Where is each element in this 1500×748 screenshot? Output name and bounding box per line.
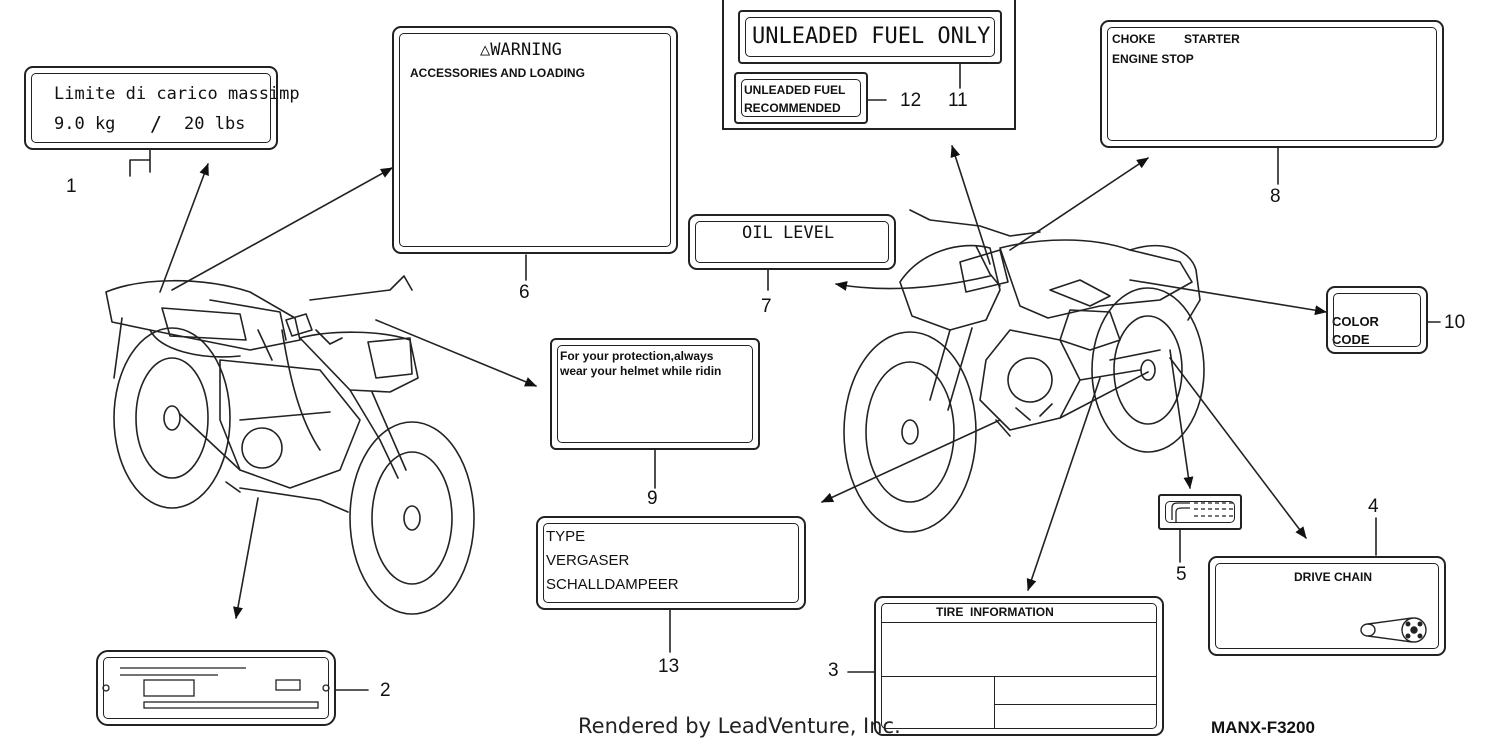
- callout-number-2: 2: [380, 680, 391, 701]
- motorcycle-right-icon: [843, 209, 1205, 533]
- label-unleaded-recommended-line1: UNLEADED FUEL: [744, 83, 846, 97]
- tire-info-divider-right: [994, 704, 1156, 705]
- label-schalldampeer: SCHALLDAMPEER: [546, 576, 679, 593]
- callout-number-13: 13: [658, 656, 680, 677]
- tire-info-divider-mid: [882, 676, 1156, 677]
- tire-info-divider-vert: [994, 676, 995, 728]
- label-load-limit-line1: Limite di carico massimp: [54, 84, 300, 104]
- part-code: MANX-F3200: [1211, 718, 1315, 737]
- callout-number-1: 1: [66, 176, 77, 197]
- label-warning-accessories: △WARNING ACCESSORIES AND LOADING: [392, 26, 678, 254]
- callout-number-6: 6: [519, 282, 530, 303]
- label-helmet-line1: For your protection,always: [560, 349, 714, 363]
- label-type: TYPE: [546, 528, 586, 545]
- fuel-labels-panel: [722, 0, 1016, 130]
- label-choke-starter: CHOKE STARTER ENGINE STOP: [1100, 20, 1444, 148]
- label-oil-level-text: OIL LEVEL: [742, 223, 835, 243]
- callout-number-10: 10: [1444, 312, 1466, 333]
- label-tire-information: TIRE INFORMATION: [874, 596, 1164, 736]
- label-drive-chain: DRIVE CHAIN: [1208, 556, 1446, 656]
- label-small-5-mark-icon: [1171, 502, 1234, 522]
- label-load-limit-slash: /: [150, 112, 163, 136]
- callout-number-12: 12: [900, 90, 922, 111]
- label-type-vergaser: TYPE VERGASER SCHALLDAMPEER: [536, 516, 806, 610]
- label-warning-subtitle: ACCESSORIES AND LOADING: [410, 66, 585, 80]
- label-load-limit-kg: 9.0 kg: [54, 114, 116, 134]
- label-load-limit: Limite di carico massimp 9.0 kg / 20 lbs: [24, 66, 300, 150]
- label-choke: CHOKE: [1112, 32, 1156, 46]
- callout-number-8: 8: [1270, 186, 1281, 207]
- rendered-by-credit: Rendered by LeadVenture, Inc.: [578, 714, 901, 738]
- motorcycle-left-icon: [105, 275, 475, 615]
- label-starter: STARTER: [1184, 32, 1240, 46]
- label-small-5: [1158, 494, 1242, 530]
- label-tire-information-title: TIRE INFORMATION: [936, 605, 1054, 619]
- callout-number-5: 5: [1176, 564, 1187, 585]
- callout-number-3: 3: [828, 660, 839, 681]
- label-helmet-warning: For your protection,always wear your hel…: [550, 338, 760, 450]
- callout-number-9: 9: [647, 488, 658, 509]
- tire-info-divider-top: [882, 622, 1156, 623]
- label-warning-title: △WARNING: [480, 40, 562, 60]
- callout-number-4: 4: [1368, 496, 1379, 517]
- callout-number-11: 11: [948, 90, 968, 111]
- label-unleaded-fuel-only: UNLEADED FUEL ONLY: [738, 10, 1002, 64]
- label-color-code-line1: COLOR: [1332, 314, 1379, 329]
- label-unleaded-fuel-recommended: UNLEADED FUEL RECOMMENDED: [734, 72, 868, 124]
- label-plate-2-marks-icon: [102, 667, 330, 709]
- label-plate-2: [96, 650, 336, 726]
- callout-number-7: 7: [761, 296, 772, 317]
- label-unleaded-recommended-line2: RECOMMENDED: [744, 101, 841, 115]
- label-color-code-line2: CODE: [1332, 332, 1370, 347]
- label-vergaser: VERGASER: [546, 552, 630, 569]
- label-engine-stop: ENGINE STOP: [1112, 52, 1194, 66]
- label-drive-chain-text: DRIVE CHAIN: [1294, 570, 1373, 584]
- label-oil-level: OIL LEVEL: [688, 214, 896, 270]
- label-color-code: COLOR CODE: [1326, 286, 1428, 354]
- label-unleaded-fuel-only-text: UNLEADED FUEL ONLY: [752, 24, 991, 49]
- drive-chain-icon: [1360, 617, 1427, 643]
- label-load-limit-lbs: 20 lbs: [184, 114, 246, 134]
- label-helmet-line2: wear your helmet while ridin: [560, 364, 722, 378]
